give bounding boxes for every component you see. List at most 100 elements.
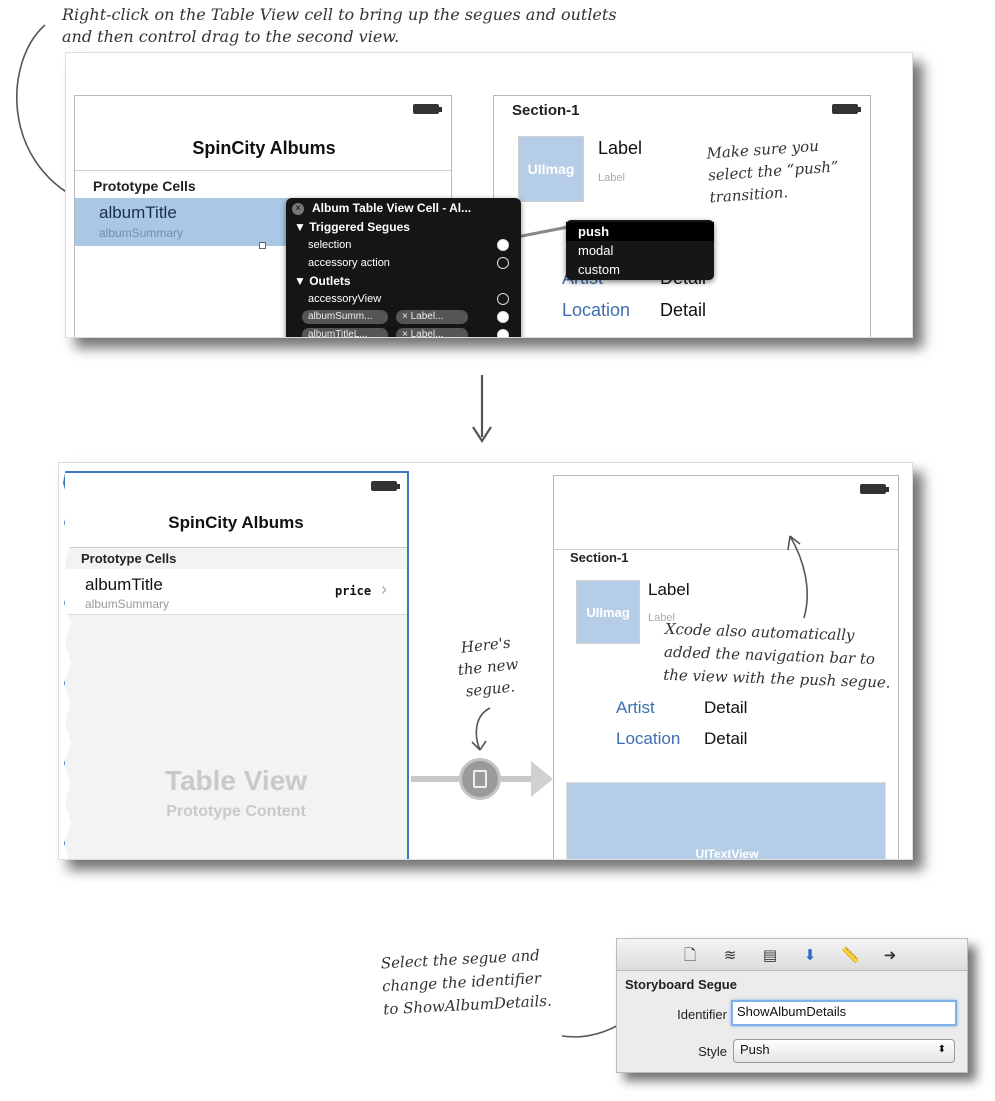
section-header: Section-1 bbox=[512, 102, 580, 119]
label-large: Label bbox=[648, 580, 690, 599]
albums-view-controller[interactable]: SpinCity Albums Prototype Cells albumTit… bbox=[63, 471, 409, 859]
image-view[interactable]: UIImag bbox=[518, 136, 584, 202]
outlet-target-pill[interactable]: × Label... bbox=[396, 310, 468, 324]
segue-arrowhead-icon bbox=[531, 761, 553, 797]
cell-title: albumTitle bbox=[85, 575, 163, 594]
outlet-name-pill: albumSumm... bbox=[302, 310, 388, 324]
empty-circle-icon[interactable] bbox=[497, 293, 509, 305]
cell-subtitle: albumSummary bbox=[85, 597, 170, 611]
cell-price: price bbox=[335, 584, 372, 598]
connected-circle-icon[interactable] bbox=[497, 329, 509, 337]
outlets-label: Outlets bbox=[309, 274, 351, 288]
torn-edge bbox=[59, 463, 71, 859]
text-view[interactable]: UITextView bbox=[566, 782, 886, 860]
outlet-name-pill: albumTitleL... bbox=[302, 328, 388, 337]
empty-circle-icon[interactable] bbox=[497, 257, 509, 269]
text-view-label: UITextView bbox=[695, 847, 759, 860]
triggered-segues-label: Triggered Segues bbox=[309, 220, 410, 234]
accessory-view-label: accessoryView bbox=[308, 293, 382, 305]
storyboard-panel-after: SpinCity Albums Prototype Cells albumTit… bbox=[58, 462, 913, 860]
attributes-inspector-icon[interactable]: ⬇ bbox=[803, 947, 817, 964]
down-arrow-icon bbox=[472, 375, 492, 444]
new-segue-arrow bbox=[471, 707, 491, 751]
battery-icon bbox=[413, 104, 442, 114]
artist-detail: Detail bbox=[704, 698, 748, 717]
connected-circle-icon[interactable] bbox=[497, 311, 509, 323]
connected-circle-icon[interactable] bbox=[497, 239, 509, 251]
navigation-bar bbox=[554, 476, 898, 550]
outlets-header[interactable]: ▼ Outlets bbox=[294, 274, 351, 288]
battery-icon bbox=[860, 484, 889, 494]
menu-item-custom[interactable]: custom bbox=[578, 262, 620, 277]
identifier-label: Identifier bbox=[677, 1007, 727, 1022]
menu-item-modal[interactable]: modal bbox=[578, 243, 614, 258]
push-annotation: Make sure you select the “push” transiti… bbox=[706, 134, 841, 209]
select-arrows-icon: ⬍ bbox=[937, 1044, 946, 1055]
artist-label: Artist bbox=[616, 698, 655, 717]
location-detail: Detail bbox=[660, 300, 707, 320]
accessory-action-row[interactable]: accessory action bbox=[286, 254, 521, 272]
cell-title: albumTitle bbox=[99, 203, 177, 222]
detail-view-controller[interactable]: Section-1 UIImag Label Label Artist Deta… bbox=[553, 475, 899, 860]
table-view-placeholder-title: Table View bbox=[164, 765, 308, 796]
nav-bar-background bbox=[65, 473, 407, 547]
label-large: Label bbox=[598, 138, 643, 158]
connections-inspector-icon[interactable]: ➜ bbox=[883, 947, 897, 964]
outlet-target-label: Label... bbox=[410, 329, 444, 338]
navbar-annotation-arrow bbox=[787, 535, 808, 619]
cell-subtitle: albumSummary bbox=[99, 226, 184, 240]
accessory-action-label: accessory action bbox=[308, 257, 390, 269]
outlet-target-pill[interactable]: × Label... bbox=[396, 328, 468, 338]
nav-title: SpinCity Albums bbox=[168, 513, 304, 532]
inspector-section-title: Storyboard Segue bbox=[625, 977, 737, 992]
outlet-target-label: Label... bbox=[410, 311, 444, 322]
identifier-field[interactable]: ShowAlbumDetails bbox=[731, 1000, 957, 1026]
top-annotation-line2: and then control drag to the second view… bbox=[62, 27, 400, 46]
outlet-row-summary[interactable]: albumSumm... × Label... bbox=[286, 308, 521, 326]
label-small: Label bbox=[648, 612, 675, 624]
quick-help-icon[interactable]: ≋ bbox=[723, 947, 737, 964]
chevron-right-icon: › bbox=[381, 579, 387, 599]
new-segue-annotation: Here's the new segue. bbox=[445, 630, 531, 704]
inspector-toolbar bbox=[617, 939, 967, 971]
attributes-inspector: 🗋 ≋ ▤ ⬇ 📏 ➜ Storyboard Segue Identifier … bbox=[616, 938, 968, 1073]
style-label: Style bbox=[698, 1044, 727, 1059]
nav-divider bbox=[75, 170, 453, 171]
size-inspector-icon[interactable]: 📏 bbox=[841, 947, 860, 964]
menu-item-push[interactable]: push bbox=[566, 222, 714, 241]
nav-divider bbox=[65, 547, 407, 548]
selection-label: selection bbox=[308, 239, 352, 251]
outlet-row-title[interactable]: albumTitleL... × Label... bbox=[286, 326, 521, 338]
location-label: Location bbox=[562, 300, 631, 320]
hud-close-icon[interactable]: × bbox=[292, 203, 304, 215]
battery-icon bbox=[832, 104, 861, 114]
segue-glyph-icon bbox=[473, 770, 487, 788]
accessory-view-row[interactable]: accessoryView bbox=[286, 290, 521, 308]
battery-icon bbox=[371, 481, 400, 491]
segue-selection-row[interactable]: selection bbox=[286, 236, 521, 254]
detail-view-controller[interactable]: Section-1 UIImag Label Label Artist Deta… bbox=[493, 95, 871, 337]
connections-hud[interactable]: × Album Table View Cell - Al... ▼ Trigge… bbox=[286, 198, 521, 338]
location-detail: Detail bbox=[704, 729, 748, 748]
push-segue-icon[interactable] bbox=[459, 758, 501, 800]
style-select[interactable]: Push ⬍ bbox=[733, 1039, 955, 1063]
hud-title: Album Table View Cell - Al... bbox=[312, 201, 472, 215]
triggered-segues-header[interactable]: ▼ Triggered Segues bbox=[294, 220, 410, 234]
location-label: Location bbox=[616, 729, 681, 748]
identity-inspector-icon[interactable]: ▤ bbox=[762, 947, 778, 964]
identifier-annotation: Select the segue and change the identifi… bbox=[380, 944, 552, 1022]
top-annotation-line1: Right-click on the Table View cell to br… bbox=[62, 5, 617, 24]
image-view[interactable]: UIImag bbox=[576, 580, 640, 644]
style-select-value: Push bbox=[740, 1042, 770, 1057]
section-header: Prototype Cells bbox=[93, 178, 196, 194]
section-header: Section-1 bbox=[570, 550, 629, 565]
table-view-placeholder-subtitle: Prototype Content bbox=[166, 803, 306, 820]
prototype-cell[interactable]: albumTitle albumSummary price › bbox=[65, 569, 407, 615]
file-inspector-icon[interactable]: 🗋 bbox=[683, 947, 697, 964]
label-small: Label bbox=[598, 172, 625, 184]
segue-type-menu[interactable]: push modal custom bbox=[566, 220, 714, 280]
section-header: Prototype Cells bbox=[81, 551, 177, 566]
nav-title: SpinCity Albums bbox=[192, 138, 336, 158]
storyboard-panel-before: SpinCity Albums Prototype Cells albumTit… bbox=[65, 52, 913, 338]
resize-handle[interactable] bbox=[259, 242, 266, 249]
